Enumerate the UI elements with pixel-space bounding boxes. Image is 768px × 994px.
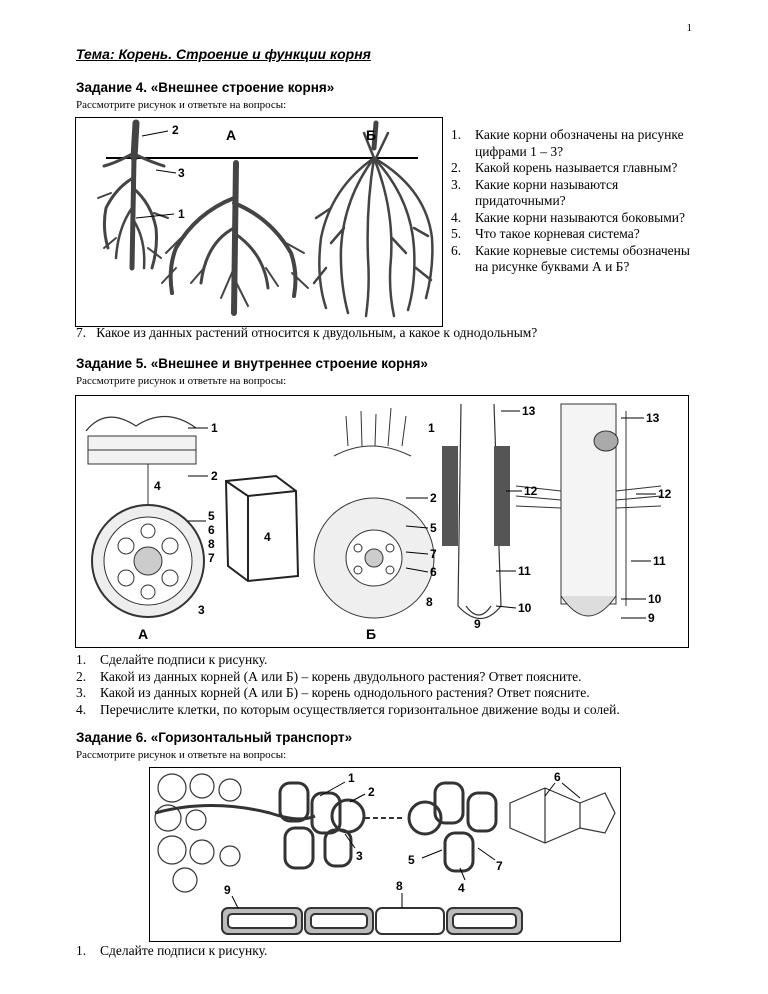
fig5-long-label-12: 12: [658, 487, 672, 501]
horizontal-transport-illustration: 1 2 3 6 5 7 4 9 8: [154, 770, 616, 935]
fig5b-label-6: 6: [430, 565, 437, 579]
fig4-letter-a: А: [226, 127, 236, 143]
task4-title: Задание 4. «Внешнее строение корня»: [76, 80, 335, 95]
task4-hint: Рассмотрите рисунок и ответьте на вопрос…: [76, 99, 287, 111]
fig5-tip-label-10: 10: [518, 601, 532, 615]
fig5-long-label-13: 13: [646, 411, 660, 425]
fig5-tip-label-11: 11: [518, 564, 531, 578]
fig6-label-3: 3: [356, 849, 363, 863]
fig5-long-label-10: 10: [648, 592, 662, 606]
fig6-label-4: 4: [458, 881, 465, 895]
fig5a-label-1: 1: [211, 421, 218, 435]
fig5a-label-8: 8: [208, 537, 215, 551]
fig6-label-8: 8: [396, 879, 403, 893]
fig5b-label-1: 1: [428, 421, 435, 435]
fig5a-label-3: 3: [198, 603, 205, 617]
fig6-label-2: 2: [368, 785, 375, 799]
fig5-letter-b: Б: [366, 626, 376, 642]
fig5b-label-7: 7: [430, 547, 437, 561]
fig4-letter-b: Б: [366, 127, 376, 143]
task4-question-list: 1.Какие корни обозначены на рисунке цифр…: [451, 127, 696, 276]
fig5b-label-5: 5: [430, 521, 437, 535]
task5-question: 4.Перечислите клетки, по которым осущест…: [76, 701, 620, 717]
fig6-label-7: 7: [496, 859, 503, 873]
fig6-label-5: 5: [408, 853, 415, 867]
task4-question: 4.Какие корни называются боковыми?: [451, 209, 685, 225]
fig4-label-3: 3: [178, 166, 185, 180]
fig5a-label-4: 4: [154, 479, 161, 493]
fig5a-label-2: 2: [211, 469, 218, 483]
root-systems-illustration: 2 3 1 А Б: [97, 119, 434, 318]
fig5b-label-8: 8: [426, 595, 433, 609]
fig5-long-label-9: 9: [648, 611, 655, 625]
task5-question-list: 1.Сделайте подписи к рисунку. 2.Какой из…: [76, 652, 716, 718]
page-number: 1: [686, 22, 693, 34]
fig4-label-1: 1: [178, 207, 185, 221]
root-structure-illustration: 1 2 4 5 6 8 7 3 4 А 1 2 5 7 6 8 Б 13 12 …: [85, 403, 672, 642]
task6-hint: Рассмотрите рисунок и ответьте на вопрос…: [76, 749, 287, 761]
fig5-tip-label-9: 9: [474, 617, 481, 631]
task4-root-figure: 2 3 1 А Б: [75, 117, 443, 327]
fig5-block-label-4: 4: [264, 530, 271, 544]
fig5-tip-label-12: 12: [524, 484, 538, 498]
fig4-label-2: 2: [172, 123, 179, 137]
task6-question-list: 1.Сделайте подписи к рисунку.: [76, 943, 716, 960]
fig5a-label-5: 5: [208, 509, 215, 523]
task6-transport-figure: 1 2 3 6 5 7 4 9 8: [149, 767, 621, 942]
task6-question: 1.Сделайте подписи к рисунку.: [76, 943, 268, 958]
task4-question: 3.Какие корни называются придаточными?: [451, 176, 619, 209]
fig5-long-label-11: 11: [653, 554, 666, 568]
fig5-letter-a: А: [138, 626, 148, 642]
fig5b-label-2: 2: [430, 491, 437, 505]
fig5a-label-6: 6: [208, 523, 215, 537]
task5-question: 1.Сделайте подписи к рисунку.: [76, 652, 268, 667]
task6-title: Задание 6. «Горизонтальный транспорт»: [76, 730, 353, 745]
fig6-label-6: 6: [554, 770, 561, 784]
fig5-tip-label-13: 13: [522, 404, 536, 418]
task4-question: 2.Какой корень называется главным?: [451, 160, 678, 175]
task4-question: 5.Что такое корневая система?: [451, 226, 640, 241]
task4-question-7: 7. Какое из данных растений относится к …: [76, 325, 538, 340]
fig6-label-1: 1: [348, 771, 355, 785]
fig6-label-9: 9: [224, 883, 231, 897]
task5-title: Задание 5. «Внешнее и внутреннее строени…: [76, 356, 428, 371]
task5-question: 2.Какой из данных корней (А или Б) – кор…: [76, 668, 582, 684]
task5-root-structure-figure: 1 2 4 5 6 8 7 3 4 А 1 2 5 7 6 8 Б 13 12 …: [75, 395, 689, 648]
task5-hint: Рассмотрите рисунок и ответьте на вопрос…: [76, 375, 287, 387]
task4-question: 1.Какие корни обозначены на рисунке цифр…: [451, 127, 684, 159]
task4-question: 6.Какие корневые системы обозначены на р…: [451, 242, 690, 275]
topic-title: Тема: Корень. Строение и функции корня: [76, 46, 371, 62]
task5-question: 3.Какой из данных корней (А или Б) – кор…: [76, 685, 590, 700]
fig5a-label-7: 7: [208, 551, 215, 565]
